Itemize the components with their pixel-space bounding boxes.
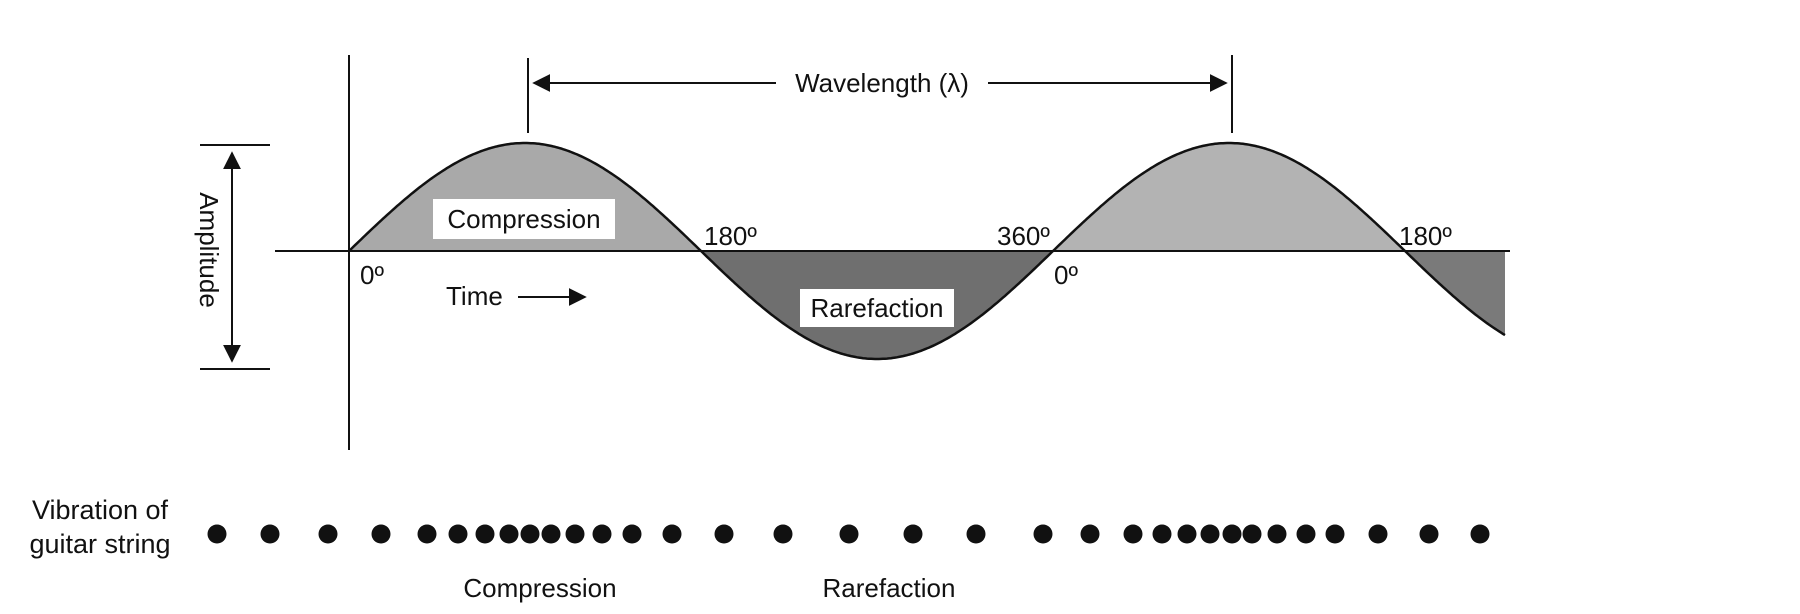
string-particle-dot-2 xyxy=(260,524,280,544)
string-particle-dot-22 xyxy=(1123,524,1143,544)
string-particle-dot-4 xyxy=(371,524,391,544)
string-particle-dot-13 xyxy=(622,524,642,544)
string-particle-dot-11 xyxy=(565,524,585,544)
compression-lobe-2 xyxy=(1053,143,1405,251)
string-particle-dot-29 xyxy=(1296,524,1316,544)
rarefaction-lobe-partial xyxy=(1405,251,1505,336)
string-particle-dot-33 xyxy=(1470,524,1490,544)
string-particle-dot-26 xyxy=(1222,524,1242,544)
string-particle-dot-19 xyxy=(966,524,986,544)
string-particle-dot-31 xyxy=(1368,524,1388,544)
string-particle-dot-10 xyxy=(541,524,561,544)
compression-label: Compression xyxy=(447,204,600,234)
rarefaction-label-box xyxy=(800,289,954,327)
string-particle-dot-21 xyxy=(1080,524,1100,544)
string-particle-dot-24 xyxy=(1177,524,1197,544)
rarefaction-label: Rarefaction xyxy=(811,293,944,323)
phase-label-180-second: 180º xyxy=(1399,221,1452,251)
string-particle-dot-20 xyxy=(1033,524,1053,544)
string-particle-dot-27 xyxy=(1242,524,1262,544)
string-particle-dot-23 xyxy=(1152,524,1172,544)
string-particle-dot-7 xyxy=(475,524,495,544)
string-particle-dot-18 xyxy=(903,524,923,544)
string-label-line2: guitar string xyxy=(29,529,170,559)
string-compression-label: Compression xyxy=(463,573,616,603)
string-particle-dot-25 xyxy=(1200,524,1220,544)
compression-label-box xyxy=(433,199,615,239)
string-label-line1: Vibration of xyxy=(32,495,169,525)
string-rarefaction-label: Rarefaction xyxy=(823,573,956,603)
phase-label-0-start: 0º xyxy=(360,260,384,290)
string-particle-dot-5 xyxy=(417,524,437,544)
string-particle-dot-15 xyxy=(714,524,734,544)
string-particle-dot-17 xyxy=(839,524,859,544)
sine-wave-curve xyxy=(348,141,1506,361)
string-particle-dot-9 xyxy=(520,524,540,544)
string-particle-dot-14 xyxy=(662,524,682,544)
string-particle-dot-16 xyxy=(773,524,793,544)
phase-label-180-first: 180º xyxy=(704,221,757,251)
string-particle-dot-12 xyxy=(592,524,612,544)
string-particle-dot-6 xyxy=(448,524,468,544)
phase-label-360: 360º xyxy=(997,221,1050,251)
amplitude-label: Amplitude xyxy=(194,192,224,308)
string-particle-dot-28 xyxy=(1267,524,1287,544)
string-particles xyxy=(207,524,1490,544)
string-particle-dot-3 xyxy=(318,524,338,544)
wavelength-label: Wavelength (λ) xyxy=(795,68,969,98)
string-particle-dot-32 xyxy=(1419,524,1439,544)
string-particle-dot-30 xyxy=(1325,524,1345,544)
string-particle-dot-1 xyxy=(207,524,227,544)
phase-label-0-mid: 0º xyxy=(1054,260,1078,290)
string-particle-dot-8 xyxy=(499,524,519,544)
time-label: Time xyxy=(446,281,503,311)
